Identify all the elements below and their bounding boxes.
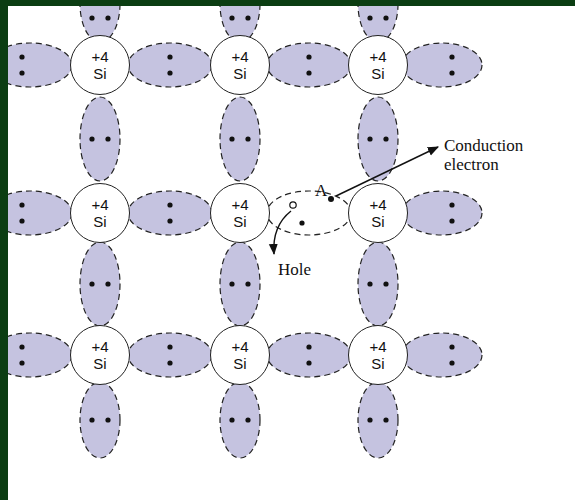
element-symbol: Si — [93, 355, 106, 372]
silicon-atom: +4Si — [348, 183, 408, 243]
element-symbol: Si — [233, 213, 246, 230]
silicon-atom: +4Si — [348, 35, 408, 95]
element-symbol: Si — [93, 65, 106, 82]
element-symbol: Si — [93, 213, 106, 230]
core-charge: +4 — [91, 196, 108, 213]
core-charge: +4 — [369, 196, 386, 213]
element-symbol: Si — [233, 65, 246, 82]
hole-arrow — [274, 211, 291, 254]
silicon-atom: +4Si — [70, 325, 130, 385]
callout-label: Hole — [278, 260, 311, 279]
core-charge: +4 — [91, 338, 108, 355]
silicon-atom: +4Si — [210, 325, 270, 385]
core-charge: +4 — [231, 48, 248, 65]
element-symbol: Si — [233, 355, 246, 372]
core-charge: +4 — [369, 48, 386, 65]
element-symbol: Si — [371, 355, 384, 372]
point-label: A — [315, 181, 327, 200]
element-symbol: Si — [371, 213, 384, 230]
silicon-atom: +4Si — [210, 183, 270, 243]
silicon-atom: +4Si — [70, 183, 130, 243]
element-symbol: Si — [371, 65, 384, 82]
silicon-atom: +4Si — [210, 35, 270, 95]
core-charge: +4 — [231, 338, 248, 355]
paper-ground — [8, 6, 575, 500]
core-charge: +4 — [369, 338, 386, 355]
silicon-atom: +4Si — [70, 35, 130, 95]
hole-symbol — [290, 202, 296, 208]
covalent-bonds — [8, 6, 482, 458]
silicon-atom: +4Si — [348, 325, 408, 385]
core-charge: +4 — [91, 48, 108, 65]
core-charge: +4 — [231, 196, 248, 213]
callout-label: Conduction electron — [444, 136, 523, 174]
